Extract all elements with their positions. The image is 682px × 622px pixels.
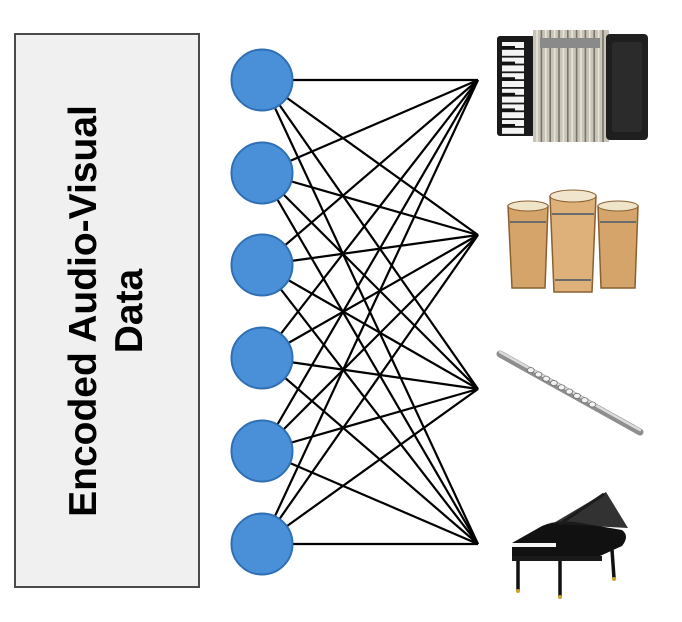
edge-4-1	[261, 79, 479, 359]
accordion-key	[502, 49, 524, 56]
edge-2-4	[261, 172, 479, 545]
edge-2-3	[261, 172, 479, 390]
edge-1-3	[261, 79, 479, 390]
input-node-1	[230, 48, 294, 112]
edge-6-3	[261, 388, 479, 545]
flute-key	[588, 401, 597, 408]
accordion-black-key	[502, 77, 515, 82]
flute-key	[550, 380, 558, 387]
accordion-icon	[497, 30, 648, 142]
accordion-key	[502, 57, 524, 64]
accordion-key	[502, 120, 524, 126]
flute-key	[557, 384, 566, 391]
edge-5-2	[261, 234, 479, 452]
accordion-key	[502, 42, 524, 48]
input-node-5	[230, 419, 294, 483]
input-node-3	[230, 233, 294, 297]
flute-key	[580, 397, 589, 404]
edge-3-4	[261, 264, 479, 545]
edge-6-1	[261, 79, 479, 545]
input-node-6	[230, 512, 294, 576]
edge-2-2	[261, 171, 479, 237]
accordion-black-key	[502, 61, 515, 66]
encoded-data-box: Encoded Audio-Visual Data	[14, 33, 200, 588]
accordion-key	[502, 81, 524, 87]
accordion-key	[502, 104, 524, 111]
flute-key	[565, 388, 574, 395]
input-node-2	[230, 141, 294, 205]
edge-5-3	[261, 387, 479, 453]
edge-2-1	[261, 78, 479, 175]
accordion-black-key	[502, 108, 515, 113]
edge-4-2	[261, 234, 479, 359]
accordion-black-key	[502, 124, 515, 128]
accordion-key	[502, 127, 524, 134]
input-node-4	[230, 326, 294, 390]
edge-3-3	[261, 264, 479, 390]
edge-1-2	[261, 79, 479, 236]
accordion-key	[502, 112, 524, 119]
flute-key	[542, 375, 550, 382]
edge-3-2	[261, 233, 479, 267]
edge-4-4	[261, 357, 479, 545]
connections	[261, 78, 479, 546]
edge-4-3	[261, 356, 479, 391]
accordion-key	[502, 96, 524, 103]
edge-5-1	[261, 79, 479, 452]
accordion-black-key	[502, 46, 515, 50]
edge-3-1	[261, 79, 479, 266]
grand-piano-icon	[512, 492, 628, 599]
flute-key	[573, 392, 581, 399]
input-nodes	[230, 48, 294, 576]
flute-icon	[496, 350, 644, 436]
accordion-key	[502, 73, 524, 80]
flute-key	[526, 367, 535, 374]
conga-drums-icon	[507, 189, 639, 293]
accordion-key	[502, 88, 524, 95]
accordion-black-key	[502, 92, 515, 97]
edge-6-2	[261, 234, 479, 545]
flute-key	[534, 371, 543, 378]
accordion-key	[502, 65, 524, 72]
